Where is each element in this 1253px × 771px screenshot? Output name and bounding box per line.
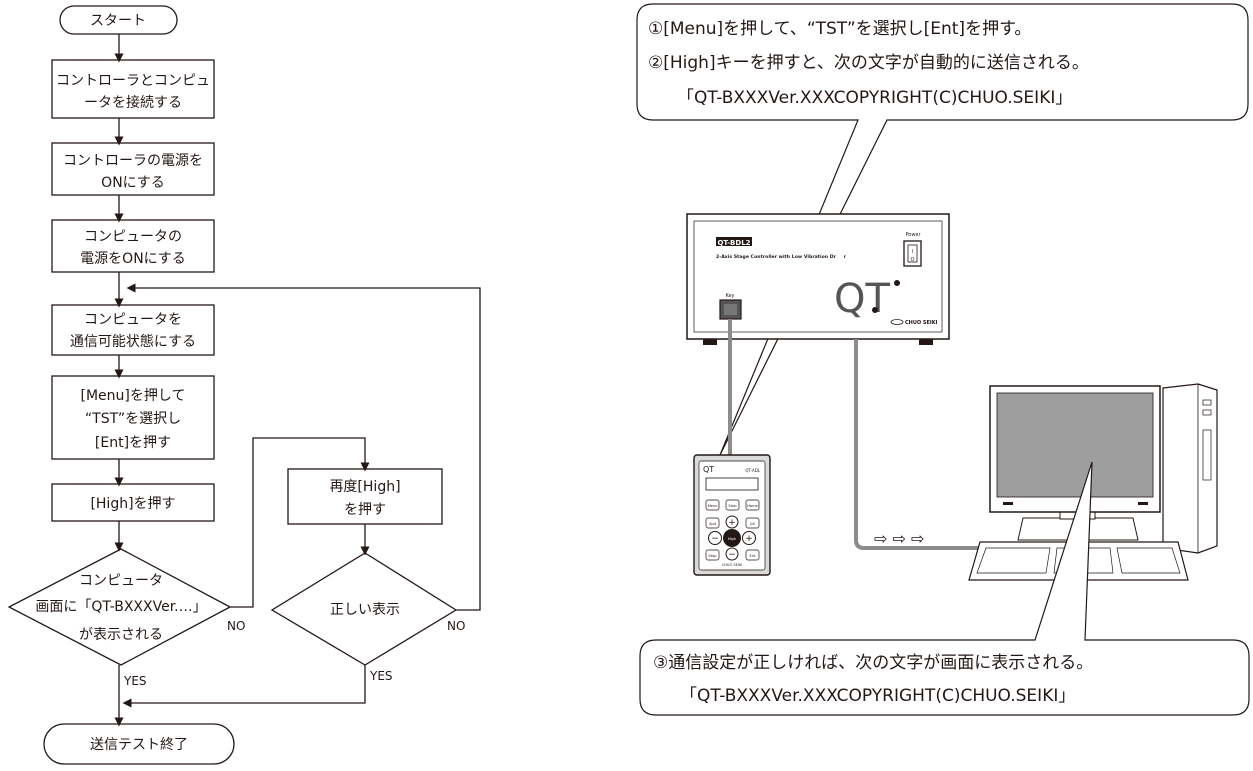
controller-logo: QT bbox=[834, 276, 890, 322]
pendant-tag: QT-ADL bbox=[745, 468, 760, 473]
svg-text:−: − bbox=[728, 550, 736, 560]
start-label: スタート bbox=[90, 13, 146, 29]
step3-line2: 電源をONにする bbox=[80, 251, 186, 267]
pendant-btn-high[interactable]: High bbox=[728, 537, 736, 541]
computer-keyboard bbox=[968, 541, 1189, 581]
controller-power-label: Power bbox=[905, 232, 921, 238]
flowchart-labels: スタート コントローラとコンピュ ータを接続する コントローラの電源を ONにす… bbox=[35, 13, 400, 753]
svg-text:+: + bbox=[728, 518, 736, 528]
step5-line2: “TST”を選択し bbox=[85, 411, 181, 427]
process-controller-power bbox=[51, 142, 215, 196]
controller-subtitle: 2-Axis Stage Controller with Low Vibrati… bbox=[716, 254, 847, 260]
callout-top-line2: ②[High]キーを押すと、次の文字が自動的に送信される。 bbox=[648, 53, 1089, 73]
pendant-btn-step[interactable]: Step bbox=[728, 504, 737, 508]
data-flow-arrows: ⇨ ⇨ ⇨ bbox=[874, 529, 924, 548]
step4-line1: コンピュータを bbox=[84, 312, 182, 328]
controller-unit: QT-BDL2 2-Axis Stage Controller with Low… bbox=[686, 213, 950, 345]
callout-bottom-text: ③通信設定が正しければ、次の文字が画面に表示される。 「QT-BXXXVer.X… bbox=[653, 653, 1093, 706]
step5-line3: [Ent]を押す bbox=[95, 435, 171, 451]
pendant-minus-left[interactable] bbox=[708, 531, 722, 545]
callout-bottom-line2: 「QT-BXXXVer.XXXCOPYRIGHT(C)CHUO.SEIKI」 bbox=[680, 686, 1075, 706]
decision1-yes-label: YES bbox=[123, 674, 147, 688]
step1-line2: ータを接続する bbox=[84, 94, 182, 111]
process-high bbox=[51, 483, 215, 522]
decision-display bbox=[7, 548, 232, 666]
pendant-btn-ent[interactable]: Ent bbox=[750, 554, 757, 558]
flowchart-branch-labels: NO YES NO YES bbox=[123, 619, 465, 688]
process-menu-tst bbox=[51, 375, 215, 460]
process-retry-high bbox=[287, 468, 443, 525]
pendant-display bbox=[705, 477, 759, 491]
step2-line2: ONにする bbox=[101, 175, 165, 191]
monitor-screen bbox=[996, 392, 1154, 498]
retry-line2: を押す bbox=[344, 502, 386, 518]
callout-top-text: ①[Menu]を押して、“TST”を選択し[Ent]を押す。 ②[High]キー… bbox=[648, 19, 1089, 108]
decision1-line2: 画面に「QT-BXXXVer.…」 bbox=[35, 599, 206, 615]
svg-text:O: O bbox=[911, 257, 915, 263]
step6-label: [High]を押す bbox=[90, 496, 175, 512]
process-connect bbox=[51, 59, 215, 119]
step2-line1: コントローラの電源を bbox=[63, 153, 203, 169]
callout-bottom-bubble bbox=[639, 461, 1250, 716]
pendant-btn-menu[interactable]: Menu bbox=[708, 504, 718, 508]
pendant-btn-jdl[interactable]: Jdl bbox=[749, 522, 754, 526]
process-computer-ready bbox=[51, 304, 215, 356]
decision1-no-label: NO bbox=[227, 619, 245, 633]
end-label: 送信テスト終了 bbox=[90, 737, 188, 753]
decision2-no-label: NO bbox=[447, 619, 465, 633]
svg-text:CHUO SEIKI: CHUO SEIKI bbox=[722, 563, 742, 567]
svg-text:+: + bbox=[745, 534, 753, 544]
cables bbox=[728, 319, 990, 550]
step3-line1: コンピュータの bbox=[84, 229, 182, 245]
pendant-plus-right[interactable] bbox=[742, 531, 756, 545]
pendant-minus-bottom[interactable] bbox=[725, 547, 739, 561]
svg-text:−: − bbox=[711, 534, 719, 544]
controller-brand: CHUO SEIKI bbox=[905, 320, 938, 326]
pendant-unit: QT QT-ADL Menu Step Home Spd Jdl Stop En… bbox=[693, 454, 771, 576]
flowchart bbox=[7, 5, 481, 765]
pendant-btn-home[interactable]: Home bbox=[747, 504, 758, 508]
decision1-line1: コンピュータ bbox=[79, 573, 163, 589]
step1-line1: コントローラとコンピュ bbox=[56, 73, 210, 89]
callout-bottom-line1: ③通信設定が正しければ、次の文字が画面に表示される。 bbox=[653, 653, 1093, 673]
process-computer-power bbox=[51, 219, 215, 273]
callout-top-line3: 「QT-BXXXVer.XXXCOPYRIGHT(C)CHUO.SEIKI」 bbox=[677, 88, 1072, 108]
retry-line1: 再度[High] bbox=[329, 479, 400, 495]
controller-key-label: Key bbox=[725, 293, 734, 299]
decision2-yes-label: YES bbox=[369, 669, 393, 683]
step5-line1: [Menu]を押して bbox=[81, 388, 186, 404]
svg-text:I: I bbox=[912, 249, 913, 255]
pendant-btn-spd[interactable]: Spd bbox=[709, 522, 716, 526]
pendant-plus-top[interactable] bbox=[725, 515, 739, 529]
computer-tower bbox=[1162, 383, 1218, 554]
decision1-line3: が表示される bbox=[79, 627, 163, 643]
pendant-btn-stop[interactable]: Stop bbox=[708, 554, 717, 558]
step4-line2: 通信可能状態にする bbox=[70, 334, 196, 350]
decision2-label: 正しい表示 bbox=[330, 602, 400, 618]
controller-model-badge bbox=[716, 237, 752, 246]
callout-top-line1: ①[Menu]を押して、“TST”を選択し[Ent]を押す。 bbox=[648, 19, 1031, 39]
pendant-logo: QT bbox=[703, 465, 714, 474]
controller-model: QT-BDL2 bbox=[717, 239, 750, 247]
end-terminal bbox=[43, 723, 235, 765]
